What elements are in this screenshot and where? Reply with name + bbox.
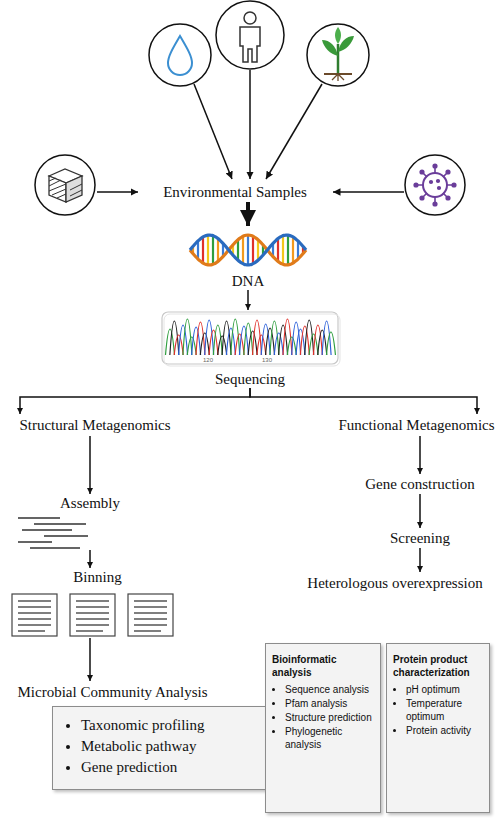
flow-arrow — [419, 436, 421, 474]
base-pair — [237, 240, 239, 261]
source-label: Environmental Samples — [140, 182, 330, 202]
node-text: Sequencing — [215, 370, 285, 388]
step-label: Screening — [360, 528, 480, 548]
base-pair — [257, 240, 259, 261]
bullet-item: Gene prediction — [81, 757, 267, 778]
dna-strand — [190, 235, 306, 265]
flow-arrow — [419, 494, 421, 528]
chromatogram-peaks — [166, 319, 336, 355]
axis-number: 130 — [262, 357, 272, 364]
node-text: Binning — [73, 568, 121, 586]
bullet-item: Metabolic pathway — [81, 736, 267, 757]
result-label: Microbial Community Analysis — [0, 681, 225, 703]
flow-arrow — [89, 436, 91, 494]
base-pair — [277, 239, 279, 262]
bullet-list: Taxonomic profilingMetabolic pathwayGene… — [61, 715, 267, 778]
soil-icon — [35, 155, 95, 215]
flow-arrow — [89, 638, 91, 681]
step-label: DNA — [190, 226, 306, 290]
result-box: Bioinformatic analysisSequence analysisP… — [265, 643, 381, 813]
source-arrows — [97, 70, 404, 192]
branch-label: Structural Metagenomics — [5, 414, 185, 436]
chromatogram-frame — [162, 312, 340, 366]
base-pair — [207, 235, 209, 265]
result-box: Protein product characterization pH optim… — [386, 643, 490, 813]
node-text: Assembly — [60, 494, 120, 512]
step-label: Assembly — [15, 494, 165, 550]
base-pair — [242, 236, 244, 264]
step-label: Heterologous overexpression — [295, 572, 495, 594]
bin-documents — [12, 594, 173, 636]
base-pair — [202, 237, 204, 263]
human-icon — [216, 1, 284, 69]
flow-arrow — [246, 202, 250, 226]
bullet-item: pH optimum — [406, 683, 484, 696]
branch-label: Functional Metagenomics — [335, 414, 498, 436]
node-text: Environmental Samples — [163, 183, 307, 201]
bullet-list: Sequence analysisPfam analysisStructure … — [272, 683, 375, 752]
step-label: Binning — [5, 568, 190, 638]
bullet-item: Temperature optimum — [406, 697, 484, 723]
step-label: Sequencing — [160, 310, 340, 388]
step-label: Gene construction — [350, 474, 490, 494]
bullet-list: pH optimumTemperature optimumProtein act… — [393, 683, 484, 738]
base-pair — [292, 237, 294, 263]
assembly-reads — [18, 518, 88, 548]
node-text: Screening — [390, 529, 450, 547]
base-pair — [247, 235, 249, 265]
node-text: Structural Metagenomics — [19, 416, 170, 434]
base-pair — [217, 239, 219, 262]
flow-arrow — [20, 388, 250, 414]
base-pair — [252, 236, 254, 264]
dna-helix — [190, 235, 306, 265]
bullet-item: Pfam analysis — [285, 697, 375, 710]
bullet-item: Protein activity — [406, 724, 484, 737]
node-text: Functional Metagenomics — [338, 416, 494, 434]
bullet-item: Phylogenetic analysis — [285, 725, 375, 751]
result-box: Taxonomic profilingMetabolic pathwayGene… — [52, 706, 276, 790]
chromatogram-peak — [326, 332, 335, 355]
bullet-item: Structure prediction — [285, 711, 375, 724]
water-icon — [149, 24, 211, 86]
node-text: Microbial Community Analysis — [18, 683, 208, 701]
bullet-item: Taxonomic profiling — [81, 715, 267, 736]
flow-arrow — [89, 550, 91, 568]
node-text: Gene construction — [365, 475, 475, 493]
axis-number: 120 — [203, 357, 213, 364]
dna-strand — [190, 235, 306, 265]
base-pair — [282, 236, 284, 265]
base-pair — [212, 236, 214, 265]
flow-arrow — [250, 388, 477, 414]
node-text: Heterologous overexpression — [307, 574, 482, 592]
virus-icon — [405, 155, 465, 215]
node-text: DNA — [232, 272, 265, 290]
base-pair — [287, 235, 289, 265]
bullet-item: Sequence analysis — [285, 683, 375, 696]
plant-icon — [307, 24, 369, 86]
box-heading: Protein product characterization — [393, 653, 484, 679]
box-heading: Bioinformatic analysis — [272, 653, 375, 679]
flow-arrow — [247, 290, 249, 310]
flow-arrow — [419, 548, 421, 572]
